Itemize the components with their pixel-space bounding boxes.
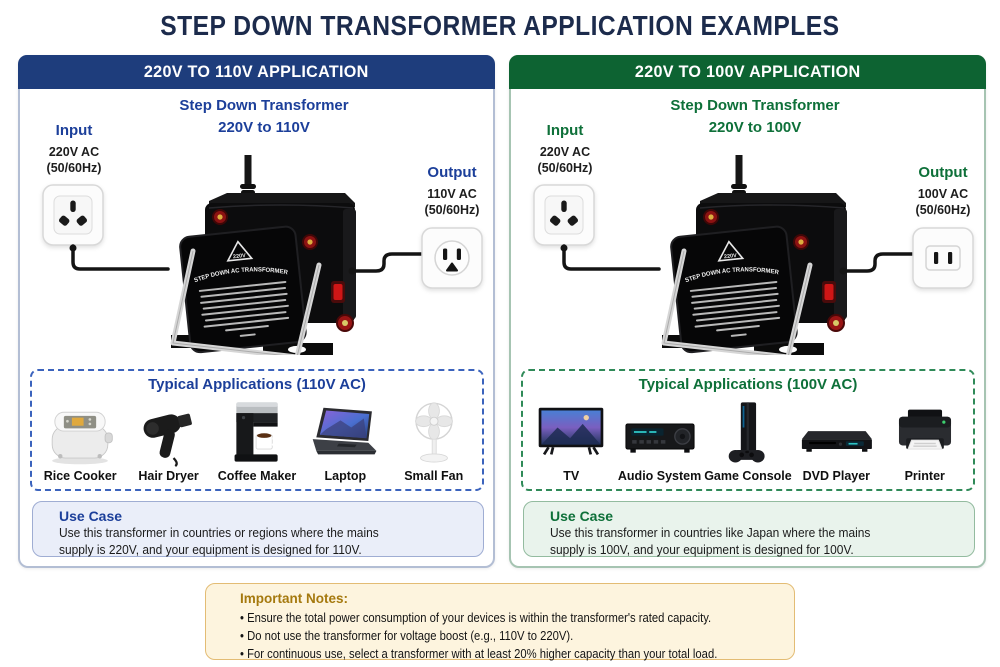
audio-system-icon <box>625 423 695 453</box>
app-item-coffee-maker: Coffee Maker <box>213 395 301 483</box>
universal-socket-icon <box>42 184 104 246</box>
note-item: For continuous use, select a transformer… <box>240 645 816 663</box>
app-item-tv: TV <box>527 395 615 483</box>
step-down-transformer-image: 220V STEP DOWN AC TRANSFORMER <box>661 155 847 355</box>
panel-100v-header-text: 220V TO 100V APPLICATION <box>634 62 861 81</box>
input-label: Input <box>546 122 584 139</box>
input-label: Input <box>55 122 93 139</box>
transformer-warning-voltage: 220V <box>724 253 738 260</box>
output-frequency: (50/60Hz) <box>424 202 480 217</box>
input-block: Input 220V AC (50/60Hz) <box>519 121 611 176</box>
rice-cooker-icon <box>51 411 113 465</box>
use-case-text-line2: supply is 100V, and your equipment is de… <box>550 541 854 557</box>
app-item-hair-dryer: Hair Dryer <box>125 395 213 483</box>
note-item: Ensure the total power consumption of yo… <box>240 609 816 627</box>
transformer-caption-line1: Step Down Transformer <box>179 97 349 114</box>
terminal-icon <box>212 209 318 250</box>
transformer-caption-line2: 220V to 100V <box>708 119 802 136</box>
use-case-box: Use Case Use this transformer in countri… <box>523 501 975 557</box>
output-voltage: 100V AC <box>917 186 969 201</box>
input-frequency: (50/60Hz) <box>46 160 102 175</box>
panel-100v-header: 220V TO 100V APPLICATION <box>509 55 986 89</box>
coffee-maker-icon <box>234 402 278 462</box>
use-case-text-line1: Use this transformer in countries or reg… <box>59 525 379 540</box>
output-block: Output 100V AC (50/60Hz) <box>895 163 991 218</box>
jp-socket-icon <box>912 227 974 289</box>
input-voltage: 220V AC <box>539 144 591 159</box>
transformer-label: 220V STEP DOWN AC TRANSFORMER <box>670 225 798 354</box>
note-item: Do not use the transformer for voltage b… <box>240 627 816 645</box>
laptop-icon <box>313 407 377 455</box>
use-case-title: Use Case <box>550 508 614 524</box>
output-label: Output <box>918 164 968 181</box>
game-console-icon <box>728 402 765 463</box>
typical-applications-title: Typical Applications (100V AC) <box>638 376 858 393</box>
input-block: Input 220V AC (50/60Hz) <box>28 121 120 176</box>
app-item-audio-system: Audio System <box>616 395 704 483</box>
use-case-title: Use Case <box>59 508 123 524</box>
input-voltage: 220V AC <box>48 144 100 159</box>
output-block: Output 110V AC (50/60Hz) <box>404 163 500 218</box>
use-case-text-line2: supply is 220V, and your equipment is de… <box>59 541 362 557</box>
output-voltage: 110V AC <box>427 186 477 201</box>
page-title-text: STEP DOWN TRANSFORMER APPLICATION EXAMPL… <box>160 10 840 41</box>
small-fan-icon <box>414 402 453 463</box>
typical-applications-title: Typical Applications (110V AC) <box>148 376 366 393</box>
terminal-icon <box>703 209 809 250</box>
transformer-warning-voltage: 220V <box>233 253 247 260</box>
app-item-game-console: Game Console <box>704 395 792 483</box>
app-item-dvd-player: DVD Player <box>792 395 880 483</box>
panel-110v-header-text: 220V TO 110V APPLICATION <box>144 62 369 81</box>
important-notes-title: Important Notes: <box>240 591 348 606</box>
app-item-rice-cooker: Rice Cooker <box>36 395 124 483</box>
page-title: STEP DOWN TRANSFORMER APPLICATION EXAMPL… <box>0 10 1000 42</box>
transformer-caption-line2: 220V to 110V <box>218 119 310 136</box>
output-frequency: (50/60Hz) <box>915 202 971 217</box>
input-frequency: (50/60Hz) <box>537 160 593 175</box>
universal-socket-icon <box>533 184 595 246</box>
transformer-caption-line1: Step Down Transformer <box>670 97 840 114</box>
step-down-transformer-image: 220V STEP DOWN AC TRANSFORMER <box>170 155 356 355</box>
printer-icon <box>898 409 951 450</box>
use-case-box: Use Case Use this transformer in countri… <box>32 501 484 557</box>
output-label: Output <box>427 164 477 181</box>
panel-110v: 220V TO 110V APPLICATION Step Down Trans… <box>18 55 495 568</box>
tv-icon <box>538 407 604 456</box>
dvd-player-icon <box>802 431 873 452</box>
app-item-small-fan: Small Fan <box>390 395 478 483</box>
hair-dryer-icon <box>143 413 192 467</box>
panel-100v: 220V TO 100V APPLICATION Step Down Trans… <box>509 55 986 568</box>
use-case-text-line1: Use this transformer in countries like J… <box>550 525 871 540</box>
transformer-label: 220V STEP DOWN AC TRANSFORMER <box>179 225 307 354</box>
app-item-laptop: Laptop <box>301 395 389 483</box>
typical-applications-box: Typical Applications (100V AC) TV <box>521 369 975 491</box>
typical-applications-box: Typical Applications (110V AC) Rice Cook… <box>30 369 484 491</box>
us-socket-icon <box>421 227 483 289</box>
app-item-printer: Printer <box>881 395 969 483</box>
panel-110v-header: 220V TO 110V APPLICATION <box>18 55 495 89</box>
important-notes-list: Ensure the total power consumption of yo… <box>240 609 816 663</box>
important-notes-box: Important Notes: Ensure the total power … <box>205 583 795 661</box>
